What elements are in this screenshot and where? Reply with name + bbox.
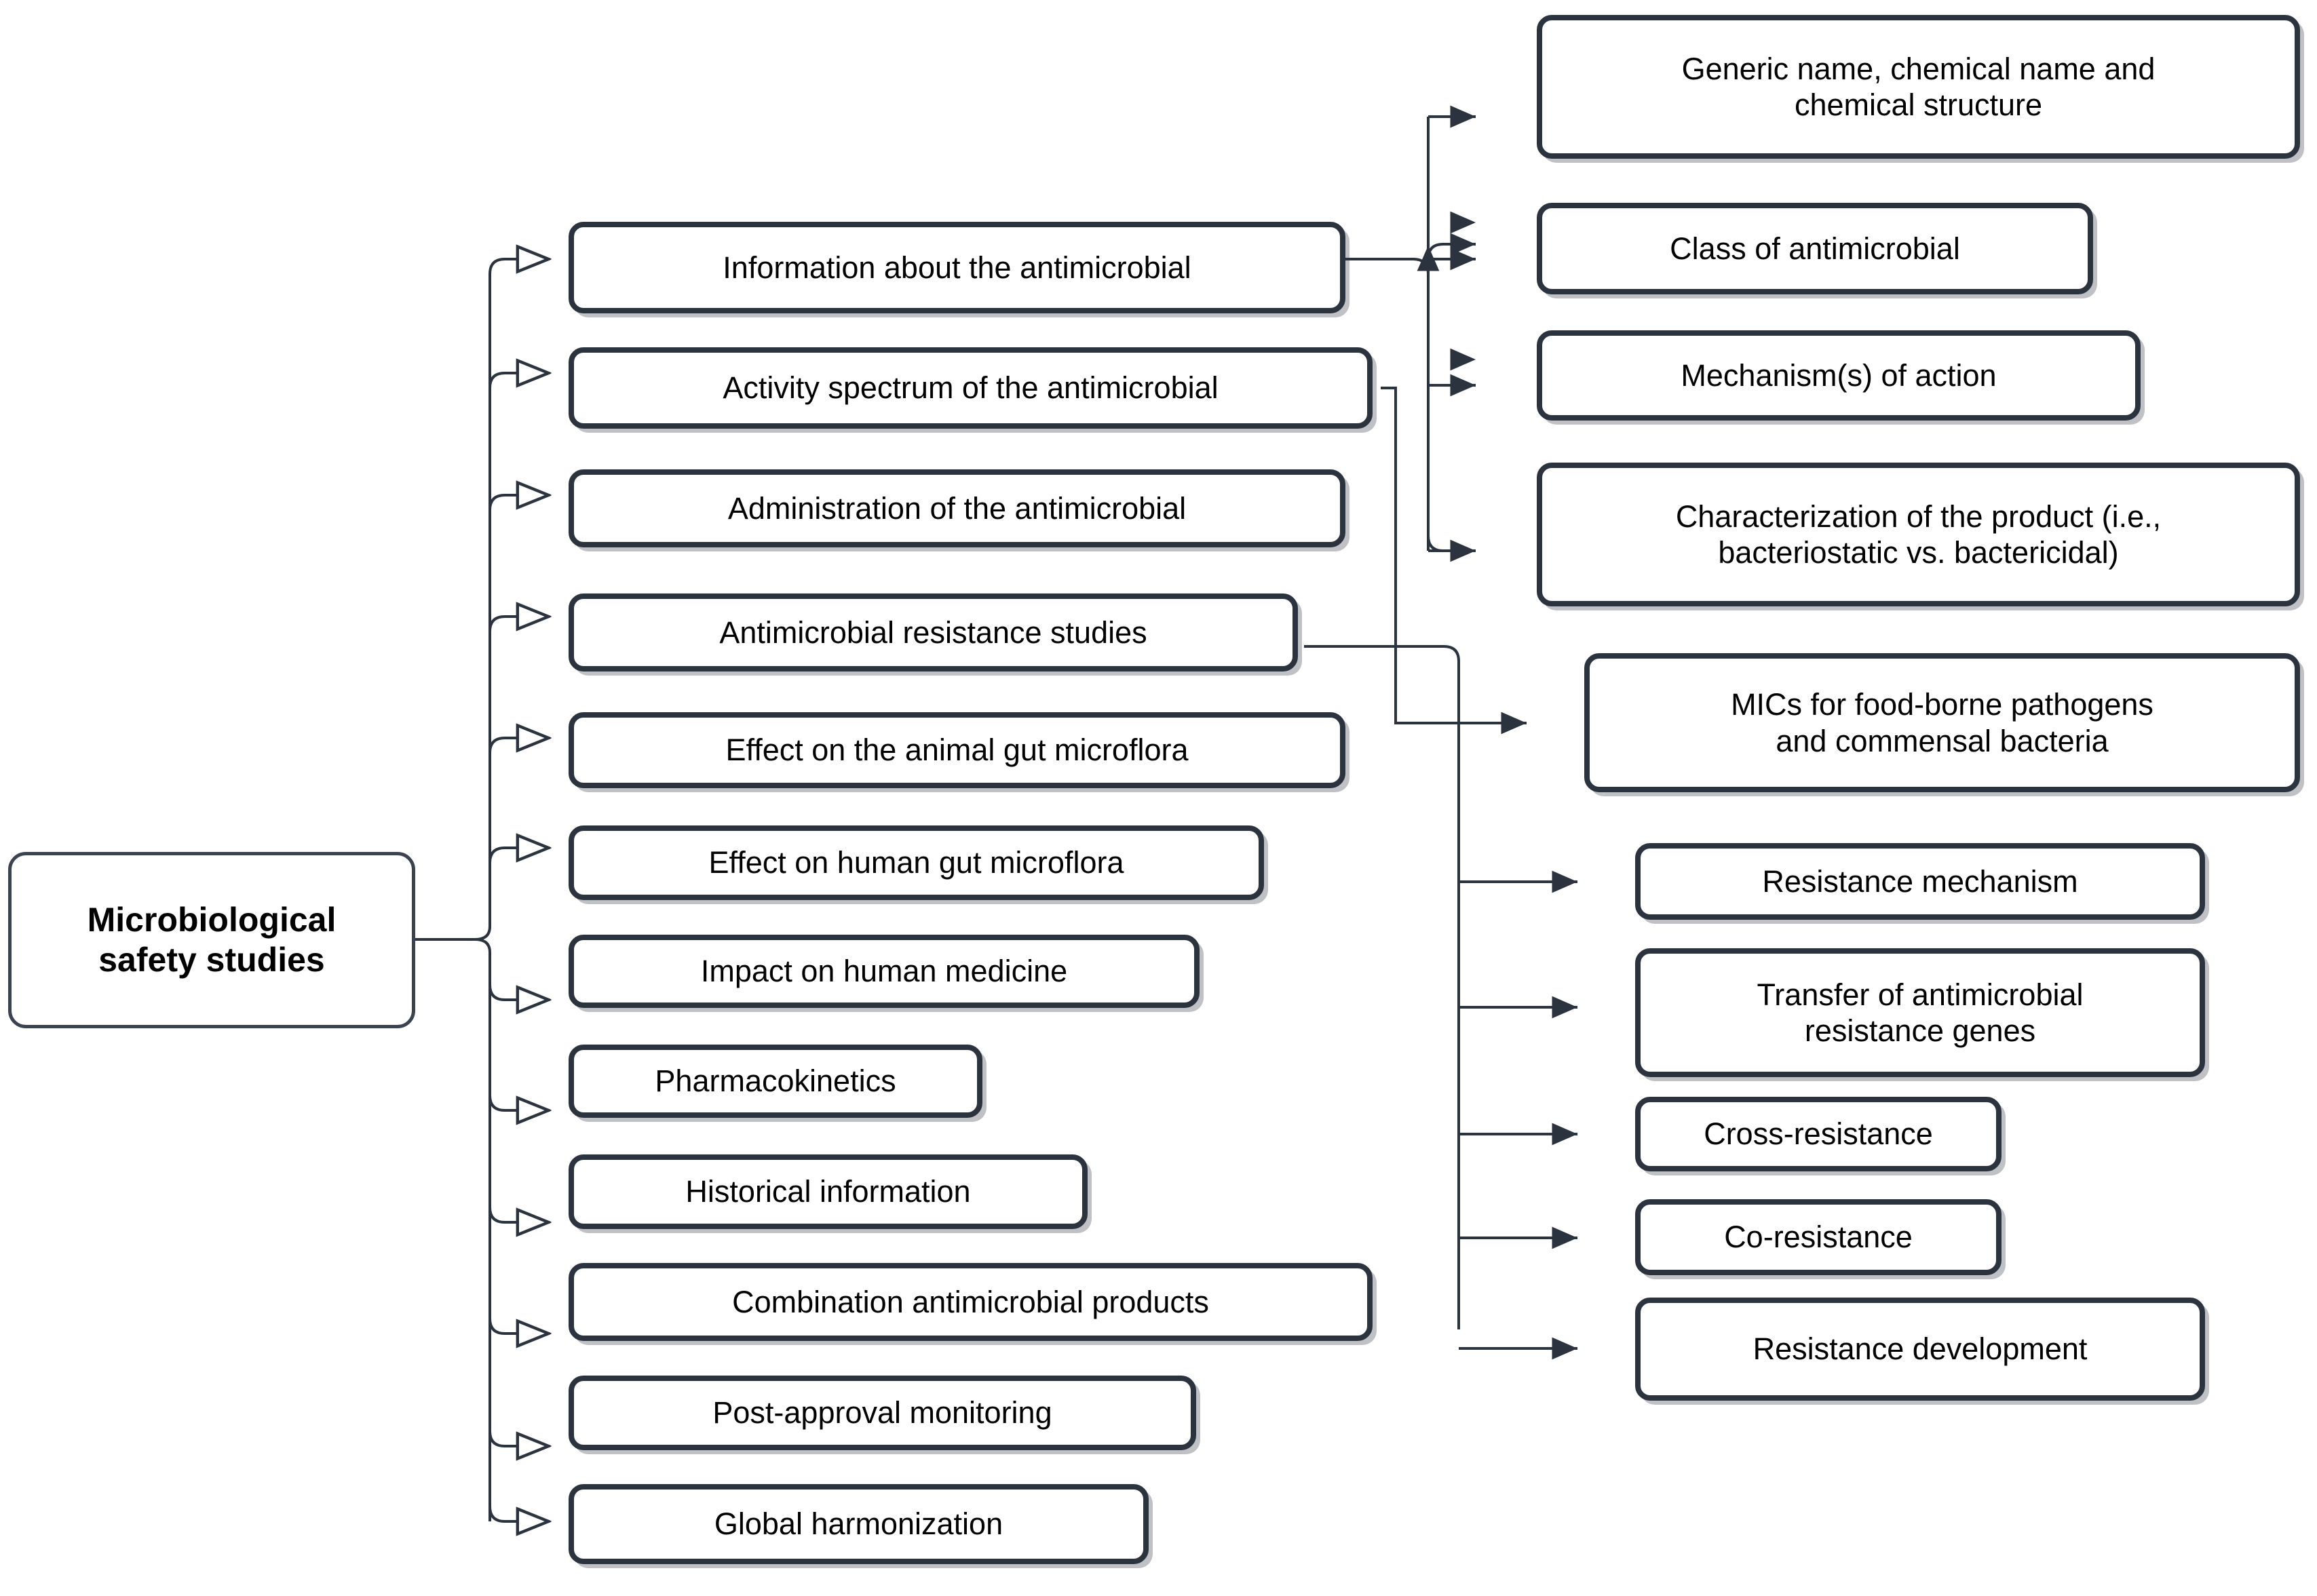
node-characterization-line2: bacteriostatic vs. bactericidal): [1718, 535, 2119, 570]
link-to-information: [489, 259, 550, 275]
link-to-pharmacokinetics: [489, 1095, 550, 1110]
amr-child-routes: [1459, 870, 1578, 1360]
link-to-generic-name: [1427, 233, 1476, 260]
node-information[interactable]: Information about the antimicrobial: [569, 222, 1345, 313]
link-to-amr-studies: [489, 617, 550, 632]
link-to-combination: [489, 1318, 550, 1334]
link-to-historical: [489, 1207, 550, 1222]
node-historical[interactable]: Historical information: [569, 1154, 1088, 1229]
node-co-resistance-label: Co-resistance: [1724, 1220, 1913, 1255]
link-generic-name-riser: [1450, 105, 1476, 128]
node-generic-name-line2: chemical structure: [1794, 87, 2043, 122]
link-to-post-approval: [489, 1430, 550, 1446]
node-human-medicine[interactable]: Impact on human medicine: [569, 935, 1200, 1008]
node-amr-studies[interactable]: Antimicrobial resistance studies: [569, 593, 1298, 672]
left-spine-joins: [474, 926, 491, 953]
link-to-activity-spectrum: [489, 373, 550, 389]
node-gene-transfer[interactable]: Transfer of antimicrobial resistance gen…: [1635, 948, 2205, 1077]
node-cross-resistance-label: Cross-resistance: [1704, 1116, 1933, 1152]
node-resistance-mechanism-label: Resistance mechanism: [1762, 863, 2078, 899]
node-mics[interactable]: MICs for food-borne pathogens and commen…: [1584, 653, 2300, 792]
root-node-microbiological-safety-studies[interactable]: Microbiological safety studies: [8, 852, 415, 1028]
node-gene-transfer-line2: resistance genes: [1804, 1013, 2036, 1048]
node-animal-gut[interactable]: Effect on the animal gut microflora: [569, 712, 1345, 788]
node-animal-gut-label: Effect on the animal gut microflora: [725, 733, 1189, 768]
activity-route: [1381, 388, 1476, 723]
node-resistance-development-label: Resistance development: [1753, 1331, 2088, 1367]
link-to-human-gut: [489, 848, 550, 863]
node-cross-resistance[interactable]: Cross-resistance: [1635, 1097, 2002, 1171]
node-combination[interactable]: Combination antimicrobial products: [569, 1263, 1373, 1341]
link-mics: [1381, 387, 1527, 735]
node-mechanism-action[interactable]: Mechanism(s) of action: [1537, 330, 2141, 421]
node-human-gut[interactable]: Effect on human gut microflora: [569, 825, 1264, 900]
node-characterization-line1: Characterization of the product (i.e.,: [1675, 499, 2162, 534]
information-children-links: [1417, 105, 1476, 371]
root-label-line2: safety studies: [98, 941, 325, 979]
node-global-harmonization-label: Global harmonization: [714, 1506, 1003, 1542]
node-pharmacokinetics-label: Pharmacokinetics: [655, 1064, 896, 1099]
node-characterization[interactable]: Characterization of the product (i.e., b…: [1537, 463, 2300, 606]
link-to-global: [489, 1506, 550, 1521]
node-global-harmonization[interactable]: Global harmonization: [569, 1484, 1149, 1564]
info-child-routes: [1427, 117, 1476, 551]
node-information-label: Information about the antimicrobial: [723, 250, 1191, 285]
node-resistance-mechanism[interactable]: Resistance mechanism: [1635, 843, 2205, 920]
node-administration-label: Administration of the antimicrobial: [727, 490, 1187, 526]
node-amr-studies-label: Antimicrobial resistance studies: [719, 615, 1147, 650]
link-to-animal-gut: [489, 738, 550, 754]
node-class-antimicrobial[interactable]: Class of antimicrobial: [1537, 203, 2093, 294]
link-generic-up: [1450, 211, 1476, 234]
link-characterization: [1427, 259, 1476, 551]
link-to-human-medicine: [489, 984, 550, 1000]
node-class-antimicrobial-label: Class of antimicrobial: [1670, 231, 1960, 266]
node-mechanism-action-label: Mechanism(s) of action: [1681, 357, 1997, 393]
node-historical-label: Historical information: [685, 1174, 971, 1209]
node-activity-spectrum-label: Activity spectrum of the antimicrobial: [723, 370, 1219, 406]
node-post-approval[interactable]: Post-approval monitoring: [569, 1376, 1196, 1450]
node-mics-line1: MICs for food-borne pathogens: [1731, 687, 2153, 722]
node-human-gut-label: Effect on human gut microflora: [708, 845, 1124, 880]
node-generic-name-line1: Generic name, chemical name and: [1681, 51, 2156, 86]
node-administration[interactable]: Administration of the antimicrobial: [569, 469, 1345, 547]
node-generic-name[interactable]: Generic name, chemical name and chemical…: [1537, 15, 2300, 159]
root-label-line1: Microbiological: [87, 901, 337, 939]
link-generic-name: [1427, 117, 1476, 259]
level1-branches: [489, 259, 550, 1521]
node-post-approval-label: Post-approval monitoring: [712, 1395, 1052, 1430]
node-gene-transfer-line1: Transfer of antimicrobial: [1757, 977, 2084, 1012]
link-to-administration: [489, 495, 550, 511]
node-resistance-development[interactable]: Resistance development: [1635, 1298, 2205, 1401]
node-co-resistance[interactable]: Co-resistance: [1635, 1199, 2002, 1275]
node-human-medicine-label: Impact on human medicine: [700, 954, 1068, 989]
node-activity-spectrum[interactable]: Activity spectrum of the antimicrobial: [569, 347, 1373, 429]
link-mechanism-action: [1427, 259, 1476, 385]
node-combination-label: Combination antimicrobial products: [732, 1284, 1209, 1319]
node-pharmacokinetics[interactable]: Pharmacokinetics: [569, 1045, 982, 1118]
node-mics-line2: and commensal bacteria: [1776, 723, 2109, 758]
